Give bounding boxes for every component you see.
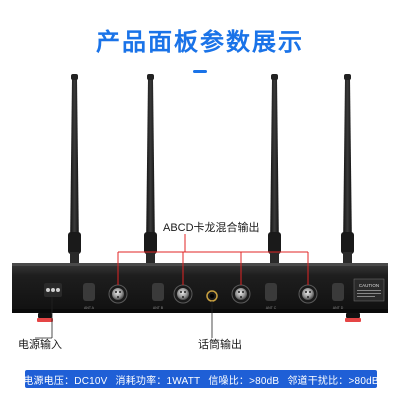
spec-bar: 电源电压：DC10V 消耗功率：1WATT 信噪比：>80dB 邻道干扰比：>8… <box>23 370 379 388</box>
bnc-connectors <box>83 283 344 301</box>
antenna-1 <box>68 74 81 266</box>
title-underline <box>193 70 207 73</box>
power-input-label: 电源输入 <box>18 339 62 351</box>
caution-label: CAUTION <box>353 278 385 302</box>
xlr-output-a <box>108 284 128 304</box>
power-callout-line <box>35 297 53 339</box>
foot-left-pad <box>37 318 53 322</box>
spec-snr: 信噪比：>80dB <box>208 375 280 387</box>
spec-adjacent-channel: 邻道干扰比：>80dB <box>287 375 379 387</box>
foot-left <box>38 313 52 318</box>
receiver-body <box>12 263 388 313</box>
antenna-3 <box>268 74 281 266</box>
label-ant-b: ANT B <box>153 306 164 310</box>
foot-right <box>346 313 360 318</box>
foot-right-pad <box>345 318 361 322</box>
mic-output-jack <box>206 290 218 302</box>
label-ant-c: ANT C <box>266 306 277 310</box>
antenna-4 <box>341 74 354 266</box>
mic-output-label: 话筒输出 <box>198 339 242 351</box>
spec-power: 消耗功率：1WATT <box>115 375 201 387</box>
power-jack <box>44 283 62 297</box>
page-title: 产品面板参数展示 <box>96 29 304 56</box>
xlr-output-b <box>173 284 193 304</box>
panel-labels: ANT A ANT B ANT C ANT D <box>84 306 344 310</box>
abcd-output-label: ABCD卡龙混合输出 <box>163 222 260 234</box>
xlr-output-d <box>298 284 318 304</box>
xlr-output-c <box>231 284 251 304</box>
antenna-2 <box>144 74 157 266</box>
caution-text: CAUTION <box>359 283 379 288</box>
spec-voltage: 电源电压：DC10V <box>23 375 108 387</box>
label-ant-a: ANT A <box>84 306 95 310</box>
abcd-callout-lines <box>117 234 309 285</box>
label-ant-d: ANT D <box>333 306 344 310</box>
